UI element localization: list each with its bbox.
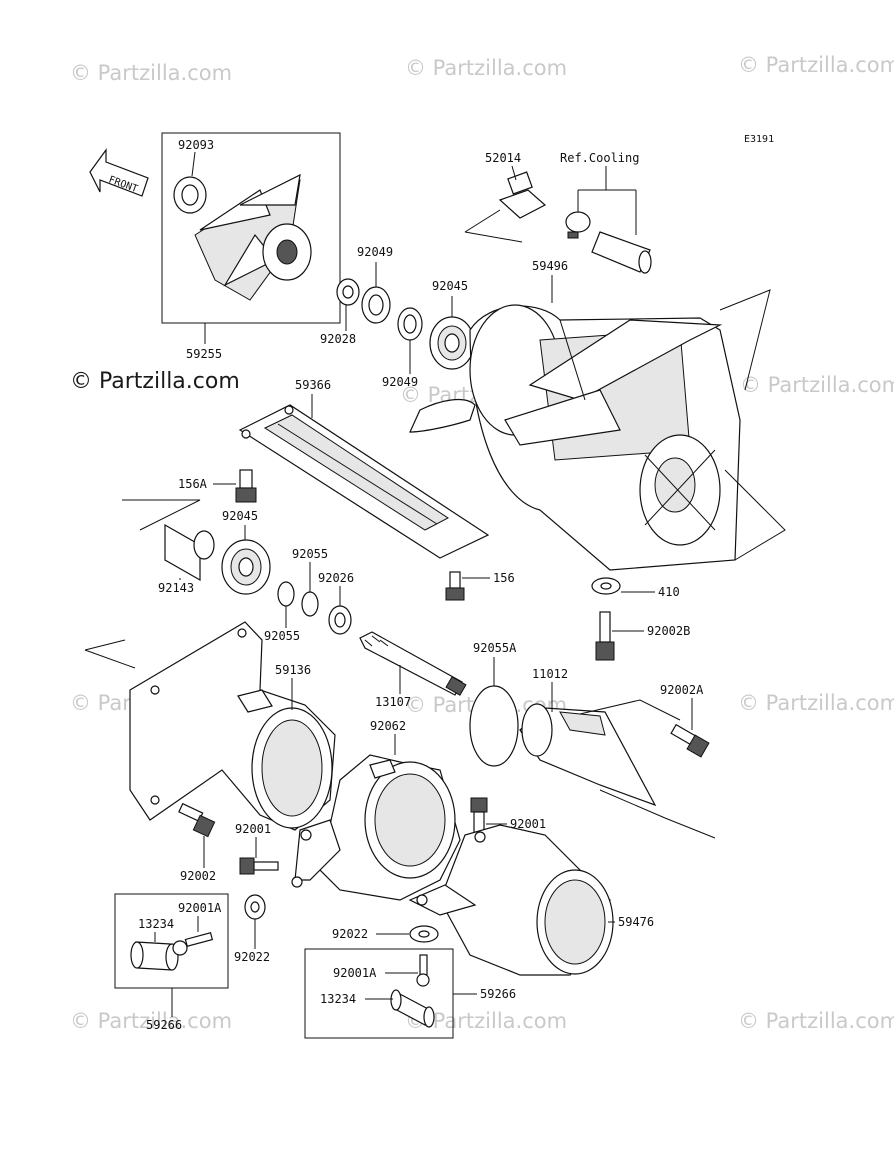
part-label-92001: 92001 bbox=[235, 822, 271, 836]
bearing-part bbox=[221, 539, 271, 595]
o-ring-part bbox=[277, 581, 295, 607]
part-label-156: 156 bbox=[493, 571, 515, 585]
steering-housing-part bbox=[291, 754, 461, 901]
part-label-92045: 92045 bbox=[432, 279, 468, 293]
part-label-13234: 13234 bbox=[138, 917, 174, 931]
watermark-text: © Partzilla.com bbox=[70, 61, 232, 85]
watermark-text: © Partzilla.com bbox=[738, 1009, 894, 1033]
part-label-59366: 59366 bbox=[295, 378, 331, 392]
watermark-text: © Partzilla.com bbox=[738, 53, 894, 77]
bolt-part bbox=[235, 469, 257, 503]
part-label-59476: 59476 bbox=[618, 915, 654, 929]
pump-case-part bbox=[409, 289, 786, 571]
part-label-92049: 92049 bbox=[382, 375, 418, 389]
joint-sleeve-part bbox=[130, 941, 179, 971]
pump-cover-part bbox=[84, 621, 336, 831]
part-label-59266: 59266 bbox=[480, 987, 516, 1001]
part-label-92001A: 92001A bbox=[178, 901, 222, 915]
impeller-box bbox=[161, 132, 341, 324]
part-label-92049: 92049 bbox=[357, 245, 393, 259]
o-ring-part bbox=[301, 591, 319, 617]
ball-joint-part bbox=[416, 954, 430, 987]
diagram-code: E3191 bbox=[744, 134, 774, 145]
hose-clamp-part bbox=[565, 211, 591, 239]
watermark-text: © Partzilla.com bbox=[70, 1009, 232, 1033]
part-label-92045: 92045 bbox=[222, 509, 258, 523]
shaft-part bbox=[359, 631, 467, 696]
part-label-92002B: 92002B bbox=[647, 624, 690, 638]
reverse-bucket-part bbox=[408, 824, 614, 976]
part-label-59496: 59496 bbox=[532, 259, 568, 273]
part-label-92062: 92062 bbox=[370, 719, 406, 733]
washer-part bbox=[409, 925, 439, 943]
part-label-13234: 13234 bbox=[320, 992, 356, 1006]
nozzle-part bbox=[519, 699, 716, 839]
seal-part bbox=[173, 176, 207, 214]
joint-sleeve-part bbox=[390, 989, 435, 1028]
part-label-59255: 59255 bbox=[186, 347, 222, 361]
hose-part bbox=[591, 231, 652, 274]
washer-part bbox=[361, 286, 391, 324]
bolt-part bbox=[239, 857, 279, 875]
ball-joint-part bbox=[172, 932, 214, 956]
bolt-part bbox=[595, 611, 615, 661]
washer-part bbox=[397, 307, 423, 341]
bolt-part bbox=[445, 571, 465, 601]
part-label-92143: 92143 bbox=[158, 581, 194, 595]
washer-part bbox=[244, 894, 266, 920]
part-label-92055: 92055 bbox=[264, 629, 300, 643]
o-ring-part bbox=[469, 685, 519, 767]
watermark-text: © Partzilla.com bbox=[738, 691, 894, 715]
washer-part bbox=[591, 577, 621, 595]
part-label-92028: 92028 bbox=[320, 332, 356, 346]
part-label-59136: 59136 bbox=[275, 663, 311, 677]
bolt-part bbox=[670, 723, 710, 758]
collar-part bbox=[328, 605, 352, 635]
part-label-92093: 92093 bbox=[178, 138, 214, 152]
bolt-part bbox=[178, 802, 216, 838]
part-label-52014: 52014 bbox=[485, 151, 521, 165]
part-label-59266: 59266 bbox=[146, 1018, 182, 1032]
part-label-92026: 92026 bbox=[318, 571, 354, 585]
part-label-13107: 13107 bbox=[375, 695, 411, 709]
part-label-92022: 92022 bbox=[332, 927, 368, 941]
fitting-part bbox=[464, 171, 547, 243]
watermark-text: © Partzilla.com bbox=[405, 56, 567, 80]
part-label-156A: 156A bbox=[178, 477, 208, 491]
part-label-92055: 92055 bbox=[292, 547, 328, 561]
part-label-92001A: 92001A bbox=[333, 966, 377, 980]
part-label-92002A: 92002A bbox=[660, 683, 704, 697]
cover-plate-part bbox=[238, 404, 490, 559]
part-label-92055A: 92055A bbox=[473, 641, 517, 655]
part-label-92022: 92022 bbox=[234, 950, 270, 964]
bearing-part bbox=[429, 316, 475, 370]
ref-note: Ref.Cooling bbox=[560, 151, 639, 165]
watermark-text: © Partzilla.com bbox=[740, 373, 894, 397]
bushing-part bbox=[336, 278, 360, 306]
sleeve-part bbox=[122, 499, 215, 582]
part-label-11012: 11012 bbox=[532, 667, 568, 681]
front-arrow-icon: FRONT bbox=[89, 148, 149, 197]
part-label-92001: 92001 bbox=[510, 817, 546, 831]
part-label-92002: 92002 bbox=[180, 869, 216, 883]
part-label-410: 410 bbox=[658, 585, 680, 599]
watermark-text-dark: © Partzilla.com bbox=[70, 369, 240, 394]
impeller-part bbox=[194, 173, 312, 301]
